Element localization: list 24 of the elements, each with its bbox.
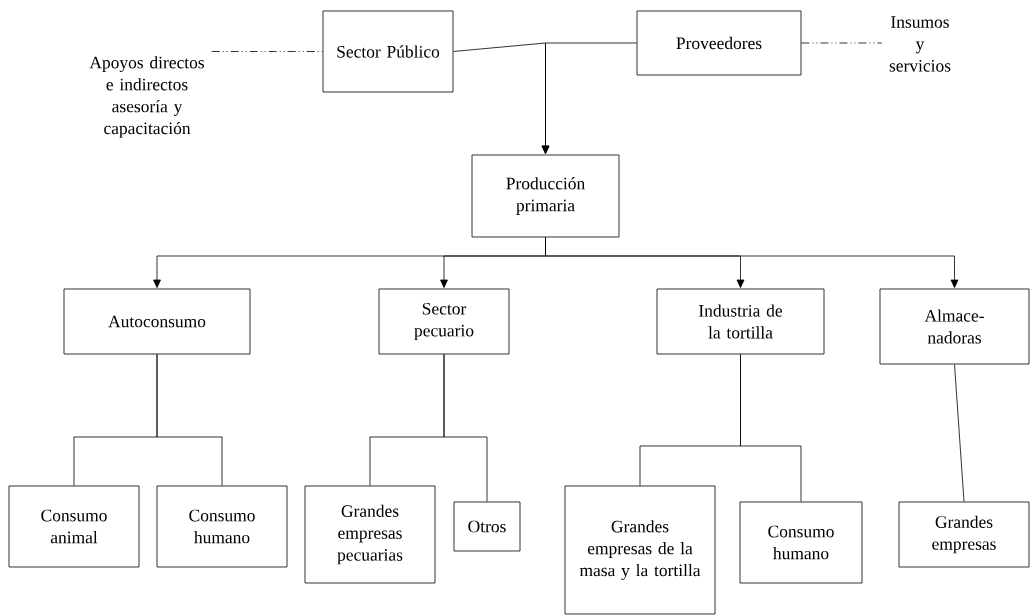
process-box: Grandes empresas de la masa y la tortilla — [564, 485, 716, 615]
process-box: Consumo humano — [739, 501, 863, 584]
process-box: Consumo animal — [8, 485, 140, 568]
connector — [545, 237, 959, 288]
process-box: Almace-nadoras — [879, 288, 1030, 365]
connector — [156, 354, 223, 486]
process-box: Proveedores — [636, 10, 802, 76]
connector — [801, 42, 883, 44]
process-box: Consumo humano — [156, 485, 288, 568]
annotation-text: Apoyos directos e indirectos asesoría y capacitación — [89, 56, 204, 138]
process-box: Grandes empresas pecuarias — [304, 485, 436, 584]
process-box: Industria de la tortilla — [656, 288, 825, 355]
connector — [211, 51, 323, 52]
connector — [740, 354, 802, 502]
process-box: Otros — [453, 501, 521, 552]
annotation-text: Insumos y servicios — [889, 16, 951, 72]
process-box: Sector Público — [322, 10, 454, 93]
process-box: Sector pecuario — [378, 288, 510, 355]
connector — [541, 42, 637, 154]
process-box: Producción primaria — [471, 154, 620, 238]
process-box: Grandes empresas — [898, 501, 1030, 568]
connector — [443, 354, 488, 502]
process-box: Autoconsumo — [63, 288, 251, 355]
connector — [954, 364, 965, 502]
